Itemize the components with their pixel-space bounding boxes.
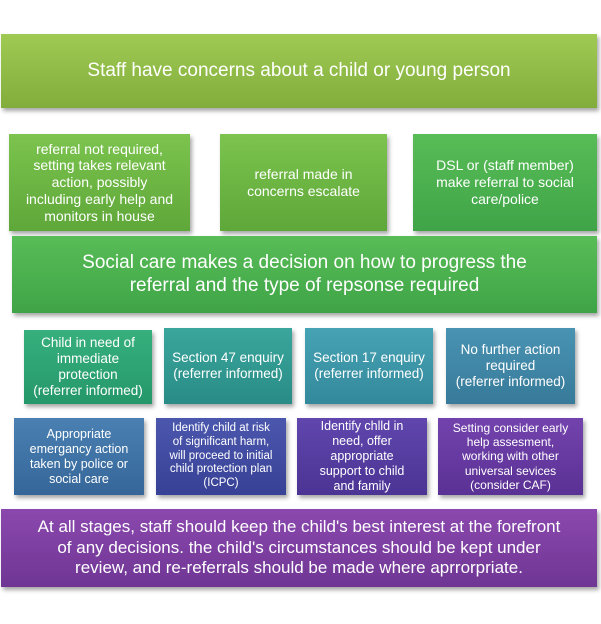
best-interest-text: At all stages, staff should keep the chi… <box>37 517 561 578</box>
child-in-need-text: Identify chlld in need, offer appropriat… <box>319 419 405 493</box>
dsl-referral-box: DSL or (staff member) make referral to s… <box>413 134 597 231</box>
emergency-action-box: Appropriate emergancy action taken by po… <box>14 418 144 495</box>
best-interest-banner: At all stages, staff should keep the chi… <box>1 509 597 587</box>
no-further-action-text: No further action required (referrer inf… <box>455 341 566 390</box>
immediate-protection-box: Child in need of immediate protection (r… <box>24 330 152 404</box>
section-17-box: Section 17 enquiry (referrer informed) <box>305 328 433 404</box>
referral-escalate-text: referral made in concerns escalate <box>247 165 360 199</box>
concern-banner-text: Staff have concerns about a child or you… <box>87 59 511 81</box>
early-help-text: Setting consider early help assesment, w… <box>452 420 569 493</box>
early-help-box: Setting consider early help assesment, w… <box>438 418 583 495</box>
social-care-decision-banner: Social care makes a decision on how to p… <box>12 236 597 313</box>
concern-banner: Staff have concerns about a child or you… <box>1 34 597 108</box>
referral-not-required-text: referral not required, setting takes rel… <box>25 140 174 224</box>
no-further-action-box: No further action required (referrer inf… <box>446 328 575 404</box>
referral-escalate-box: referral made in concerns escalate <box>220 134 387 231</box>
emergency-action-text: Appropriate emergancy action taken by po… <box>29 426 129 486</box>
referral-not-required-box: referral not required, setting takes rel… <box>9 134 190 231</box>
icpc-box: Identify child at risk of significant ha… <box>156 418 286 495</box>
section-47-text: Section 47 enquiry (referrer informed) <box>172 349 284 381</box>
section-17-text: Section 17 enquiry (referrer informed) <box>313 349 425 381</box>
child-in-need-box: Identify chlld in need, offer appropriat… <box>297 418 427 495</box>
dsl-referral-text: DSL or (staff member) make referral to s… <box>436 157 574 207</box>
icpc-text: Identify child at risk of significant ha… <box>169 422 273 490</box>
section-47-box: Section 47 enquiry (referrer informed) <box>164 328 292 404</box>
social-care-decision-text: Social care makes a decision on how to p… <box>82 251 527 296</box>
immediate-protection-text: Child in need of immediate protection (r… <box>33 334 143 399</box>
